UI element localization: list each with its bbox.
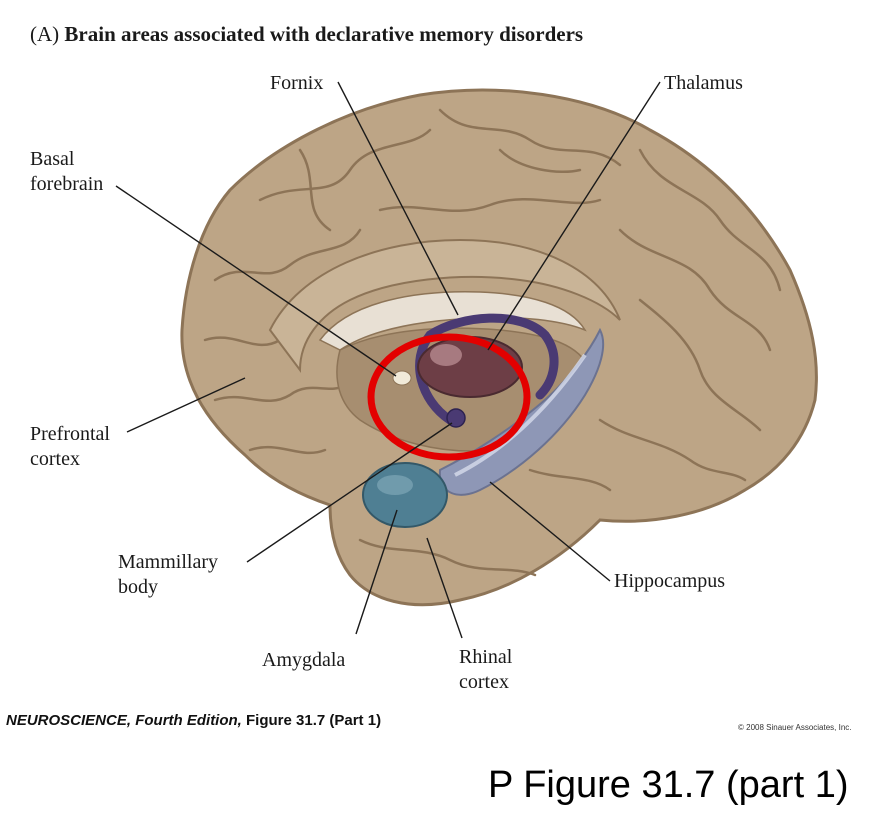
lateral-ventricle xyxy=(318,291,587,351)
brain-gyri xyxy=(203,108,782,577)
label-mammillary-body-line2: body xyxy=(118,576,158,598)
leader-lines xyxy=(115,81,661,639)
highlight-circle xyxy=(367,333,531,461)
label-amygdala-line1: Amygdala xyxy=(262,649,346,671)
label-rhinal-cortex: Rhinal cortex xyxy=(459,645,512,695)
label-thalamus: Thalamus xyxy=(664,71,743,96)
book-title: NEUROSCIENCE, xyxy=(6,712,132,729)
label-basal-forebrain-line1: Basal xyxy=(30,148,75,170)
label-fornix: Fornix xyxy=(270,71,323,96)
title-text: Brain areas associated with declarative … xyxy=(64,22,584,46)
copyright: © 2008 Sinauer Associates, Inc. xyxy=(738,723,852,732)
hippocampus-highlight xyxy=(454,353,587,477)
book-citation: NEUROSCIENCE, Fourth Edition, Figure 31.… xyxy=(6,712,381,729)
label-rhinal-cortex-line2: cortex xyxy=(459,671,509,693)
leader-prefrontal-cortex xyxy=(126,377,246,433)
figure-title: (A) Brain areas associated with declarat… xyxy=(30,22,583,47)
corpus-callosum xyxy=(268,238,621,373)
thalamus xyxy=(417,336,523,398)
label-mammillary-body-line1: Mammillary xyxy=(118,551,218,573)
label-rhinal-cortex-line1: Rhinal xyxy=(459,646,513,668)
label-hippocampus: Hippocampus xyxy=(614,569,725,594)
leader-mammillary-body xyxy=(246,422,453,563)
basal-forebrain xyxy=(392,370,412,386)
leader-basal-forebrain xyxy=(115,185,397,377)
label-basal-forebrain: Basal forebrain xyxy=(30,147,103,197)
thalamus-top xyxy=(430,344,462,366)
figure-caption: P Figure 31.7 (part 1) xyxy=(488,764,849,806)
label-thalamus-line1: Thalamus xyxy=(664,72,743,94)
amygdala xyxy=(362,462,448,528)
panel-letter: (A) xyxy=(30,22,60,46)
leader-thalamus xyxy=(487,81,661,351)
label-amygdala: Amygdala xyxy=(262,648,345,673)
label-prefrontal-cortex-line2: cortex xyxy=(30,448,80,470)
leader-rhinal-cortex xyxy=(426,537,463,639)
leader-fornix xyxy=(337,81,459,316)
fornix xyxy=(415,313,559,425)
label-fornix-line1: Fornix xyxy=(270,72,324,94)
label-hippocampus-line1: Hippocampus xyxy=(614,570,726,592)
leader-amygdala xyxy=(355,509,398,635)
amygdala-sheen xyxy=(377,475,413,495)
book-figure: Figure 31.7 (Part 1) xyxy=(246,712,382,729)
label-mammillary-body: Mammillary body xyxy=(118,550,218,600)
label-basal-forebrain-line2: forebrain xyxy=(30,173,104,195)
leader-hippocampus xyxy=(489,481,611,582)
label-prefrontal-cortex-line1: Prefrontal xyxy=(30,423,110,445)
book-edition: Fourth Edition, xyxy=(135,712,242,729)
label-prefrontal-cortex: Prefrontal cortex xyxy=(30,422,110,472)
